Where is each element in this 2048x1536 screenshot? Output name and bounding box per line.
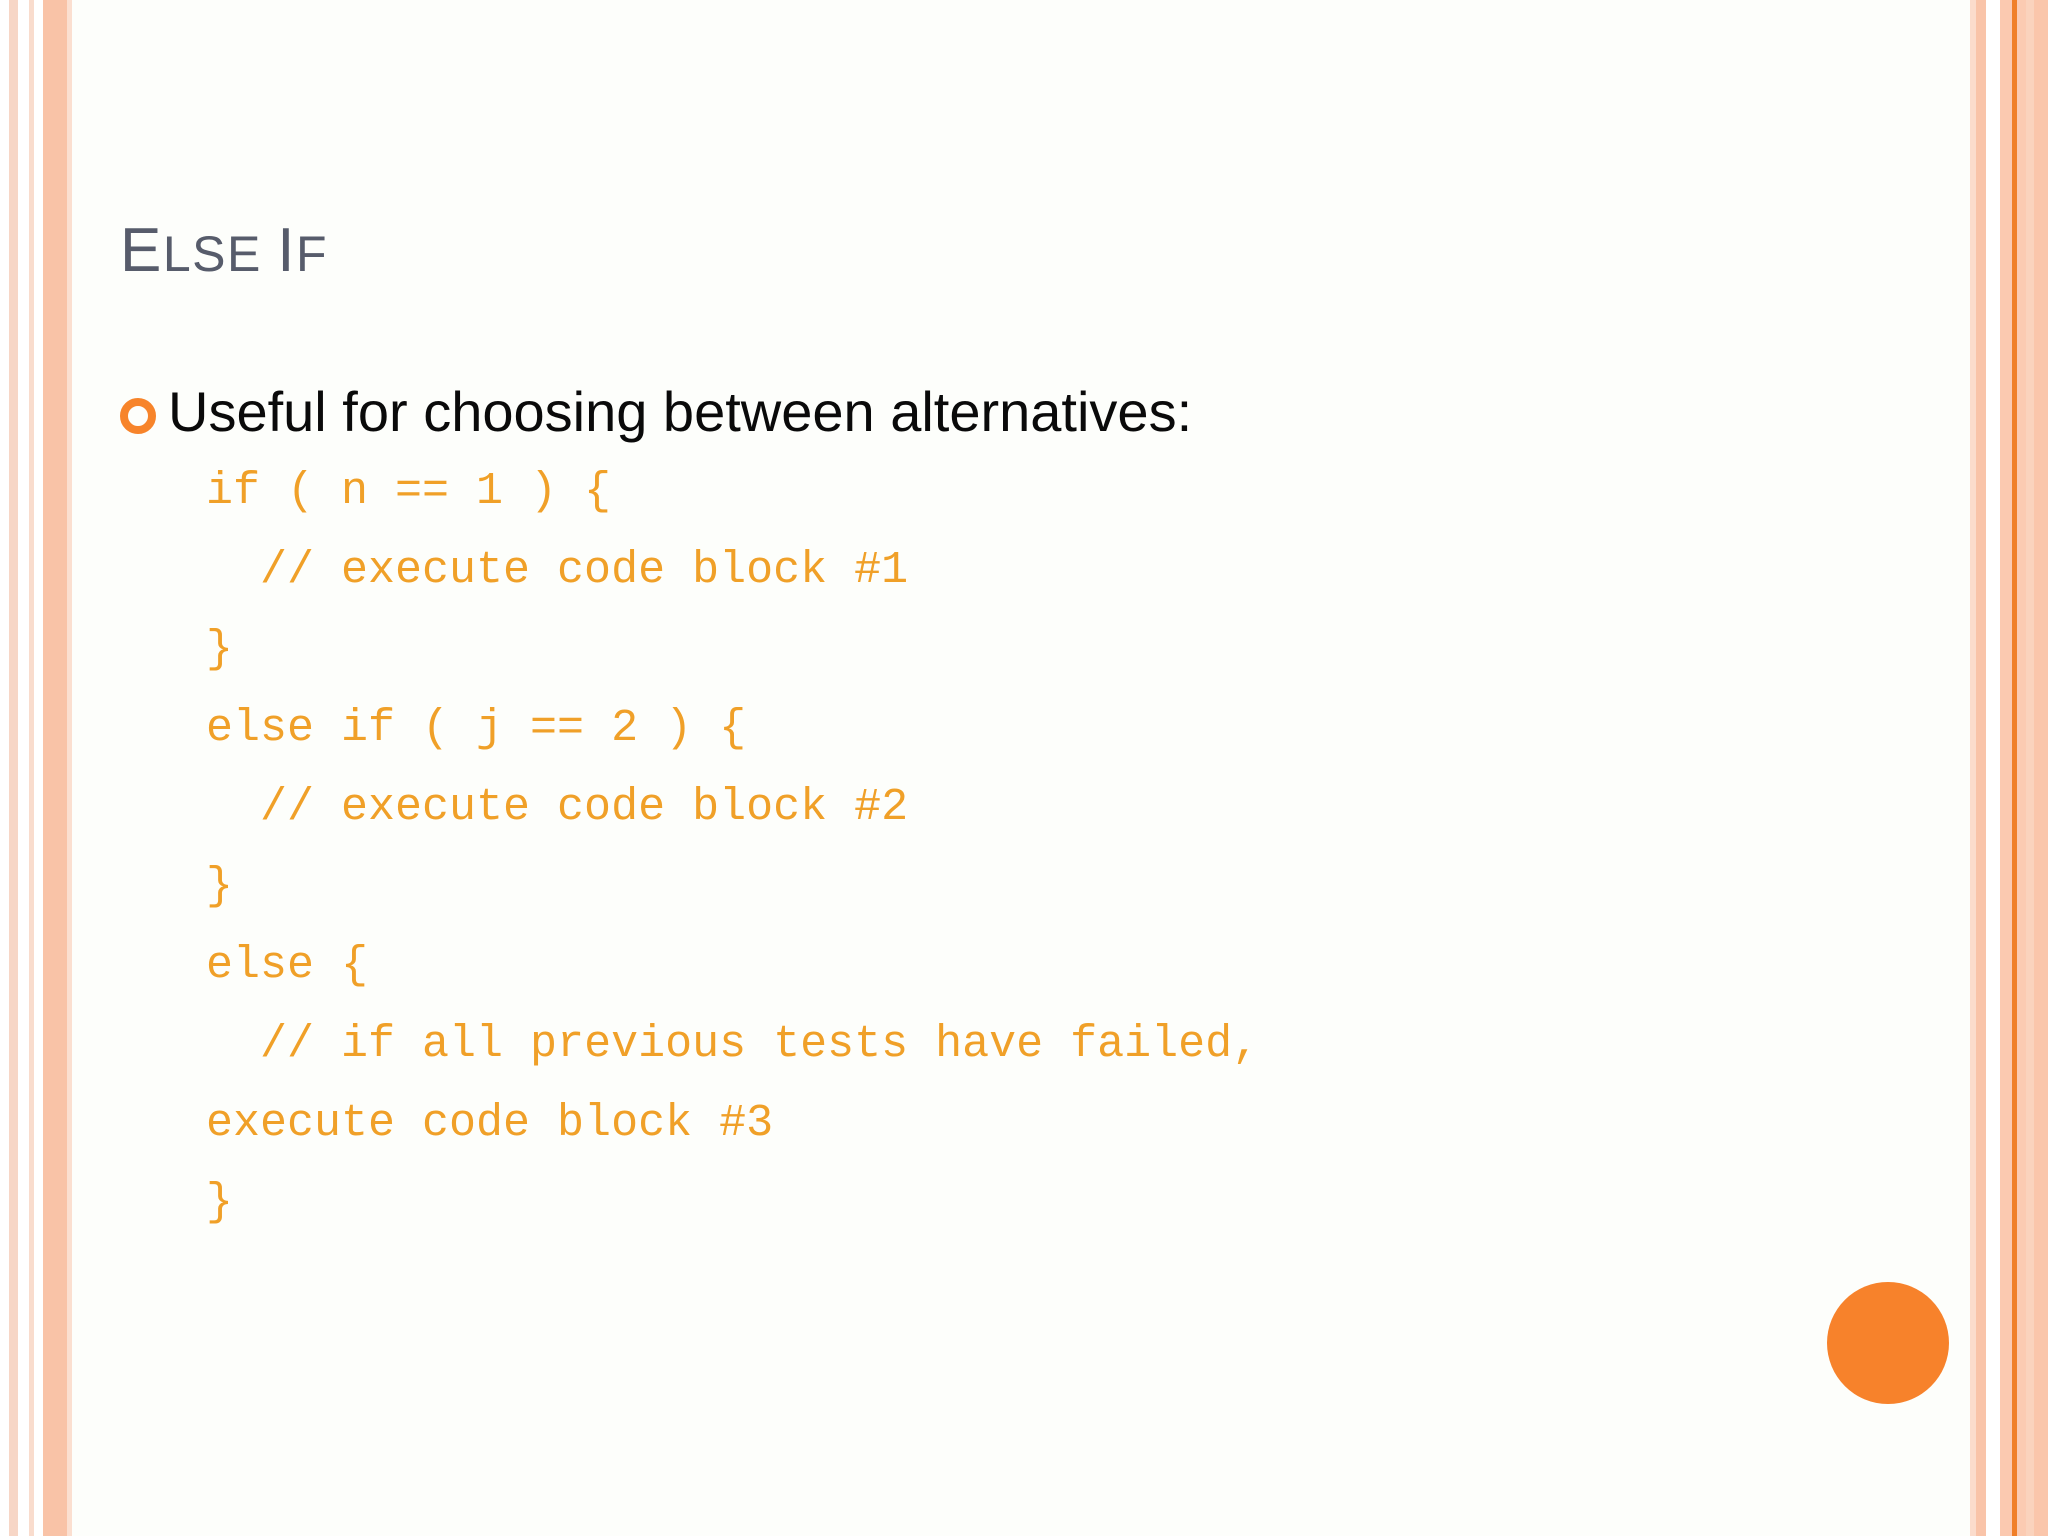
bullet-list-item: Useful for choosing between alternatives… — [120, 380, 1800, 444]
right-border-stripe-7 — [2026, 0, 2034, 1536]
code-line: else { — [206, 940, 369, 992]
right-border-stripe-8 — [2034, 0, 2048, 1536]
bullet-marker — [120, 380, 168, 434]
left-border-stripe-5 — [34, 0, 43, 1536]
code-line: if ( n == 1 ) { — [206, 466, 612, 518]
code-block: if ( n == 1 ) { // execute code block #1… — [206, 452, 1800, 1242]
code-line: } — [206, 861, 234, 913]
accent-circle-decoration — [1827, 1282, 1949, 1404]
slide-title-part-lse: LSE — [162, 226, 262, 282]
left-border-stripe-6 — [43, 0, 67, 1536]
code-line: // execute code block #1 — [206, 545, 909, 597]
left-border-stripe-1 — [0, 0, 9, 1536]
code-line: // execute code block #2 — [206, 782, 909, 834]
slide-title-part-f: F — [296, 226, 329, 282]
right-border-stripe-1 — [1970, 0, 1976, 1536]
code-line: else if ( j == 2 ) { — [206, 703, 747, 755]
ring-bullet-icon — [120, 398, 156, 434]
right-border-stripe-6 — [2017, 0, 2026, 1536]
slide-title-part-i: I — [277, 216, 297, 285]
left-border-stripe-7 — [67, 0, 72, 1536]
code-line: } — [206, 624, 234, 676]
right-border-stripe-3 — [1986, 0, 2000, 1536]
left-border-stripe-2 — [9, 0, 18, 1536]
left-border-stripe-4 — [29, 0, 34, 1536]
slide-title-space — [262, 226, 277, 282]
right-border-stripe-5 — [2012, 0, 2017, 1536]
code-line: } — [206, 1177, 234, 1229]
slide-title: ELSE IF — [120, 215, 328, 286]
left-border-stripe-3 — [18, 0, 29, 1536]
bullet-item-label: Useful for choosing between alternatives… — [168, 380, 1193, 443]
right-border-stripe-2 — [1976, 0, 1986, 1536]
right-border-stripe-4 — [2000, 0, 2012, 1536]
slide-title-part-e: E — [120, 216, 163, 285]
code-line: // if all previous tests have failed, ex… — [206, 1019, 1287, 1150]
slide-body: Useful for choosing between alternatives… — [120, 380, 1800, 1242]
